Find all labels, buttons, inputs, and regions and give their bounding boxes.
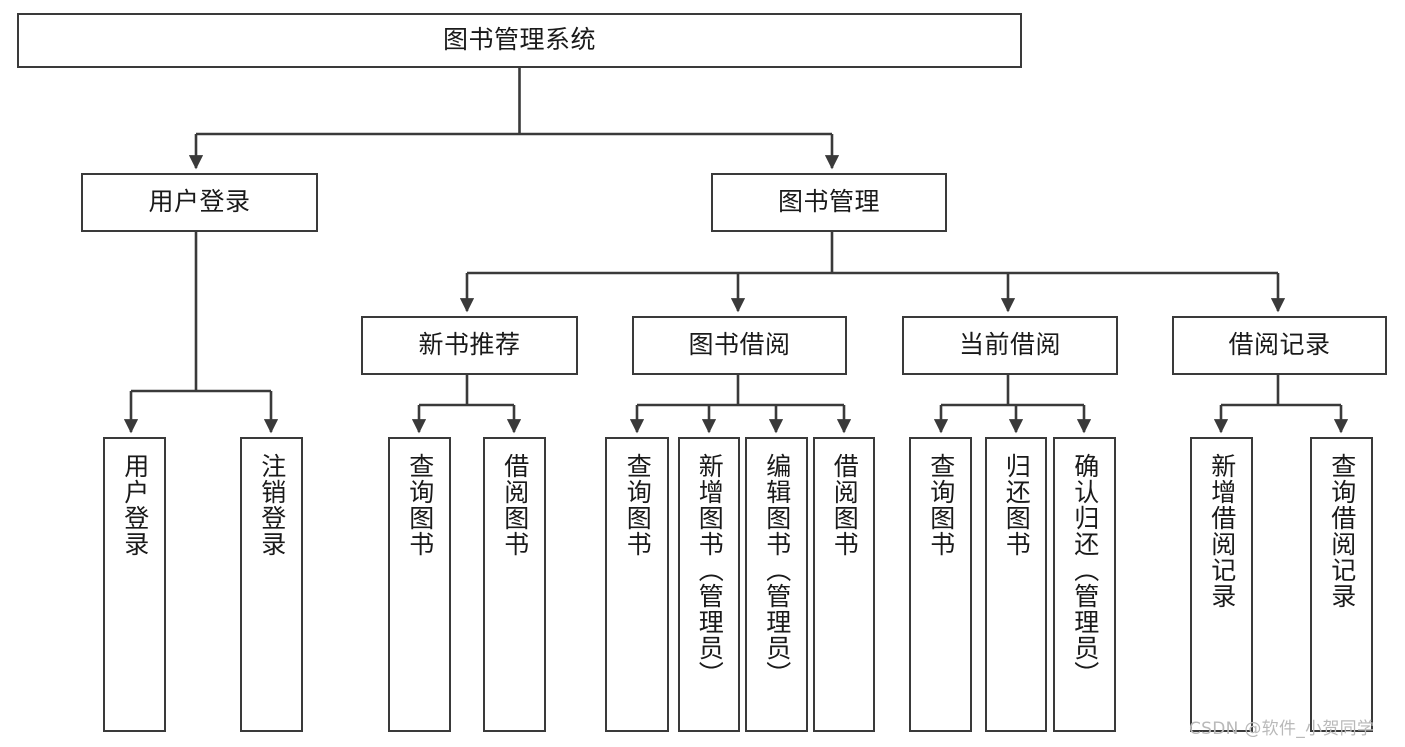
node-leaf-add-book[interactable]: 新增图书（管理员） bbox=[678, 437, 740, 732]
node-leaf-return-book[interactable]: 归还图书 bbox=[985, 437, 1047, 732]
node-leaf-borrow-book-1-label: 借阅图书 bbox=[500, 453, 530, 557]
node-book-borrow[interactable]: 图书借阅 bbox=[632, 316, 847, 375]
node-user-login-label: 用户登录 bbox=[148, 187, 251, 217]
node-leaf-add-record-label: 新增借阅记录 bbox=[1207, 453, 1237, 609]
node-new-book-rec[interactable]: 新书推荐 bbox=[361, 316, 578, 375]
node-leaf-query-book-3[interactable]: 查询图书 bbox=[909, 437, 972, 732]
node-user-login[interactable]: 用户登录 bbox=[81, 173, 318, 232]
node-leaf-edit-book-label: 编辑图书（管理员） bbox=[762, 453, 792, 687]
node-leaf-edit-book[interactable]: 编辑图书（管理员） bbox=[745, 437, 808, 732]
node-book-borrow-label: 图书借阅 bbox=[688, 330, 791, 360]
node-current-borrow[interactable]: 当前借阅 bbox=[902, 316, 1118, 375]
node-current-borrow-label: 当前借阅 bbox=[958, 330, 1061, 360]
node-root[interactable]: 图书管理系统 bbox=[17, 13, 1022, 68]
node-leaf-confirm-return-label: 确认归还（管理员） bbox=[1070, 453, 1100, 687]
node-leaf-query-book-2-label: 查询图书 bbox=[623, 453, 653, 557]
node-leaf-query-book-3-label: 查询图书 bbox=[926, 453, 956, 557]
node-leaf-query-book-1[interactable]: 查询图书 bbox=[388, 437, 451, 732]
node-new-book-rec-label: 新书推荐 bbox=[418, 330, 521, 360]
node-leaf-add-book-label: 新增图书（管理员） bbox=[695, 453, 725, 687]
node-leaf-query-book-2[interactable]: 查询图书 bbox=[605, 437, 669, 732]
watermark-text: CSDN @软件_小贺同学 bbox=[1189, 719, 1375, 739]
node-leaf-user-login[interactable]: 用户登录 bbox=[103, 437, 166, 732]
node-borrow-record[interactable]: 借阅记录 bbox=[1172, 316, 1387, 375]
node-leaf-borrow-book-1[interactable]: 借阅图书 bbox=[483, 437, 546, 732]
node-leaf-return-book-label: 归还图书 bbox=[1002, 453, 1032, 557]
node-borrow-record-label: 借阅记录 bbox=[1228, 330, 1331, 360]
node-leaf-logout[interactable]: 注销登录 bbox=[240, 437, 303, 732]
node-book-manage[interactable]: 图书管理 bbox=[711, 173, 947, 232]
node-root-label: 图书管理系统 bbox=[442, 25, 596, 55]
node-leaf-query-record[interactable]: 查询借阅记录 bbox=[1310, 437, 1373, 732]
node-leaf-borrow-book-2[interactable]: 借阅图书 bbox=[813, 437, 875, 732]
node-leaf-borrow-book-2-label: 借阅图书 bbox=[830, 453, 860, 557]
node-leaf-add-record[interactable]: 新增借阅记录 bbox=[1190, 437, 1253, 732]
node-leaf-logout-label: 注销登录 bbox=[257, 453, 287, 557]
node-leaf-query-record-label: 查询借阅记录 bbox=[1327, 453, 1357, 609]
node-leaf-query-book-1-label: 查询图书 bbox=[405, 453, 435, 557]
node-leaf-confirm-return[interactable]: 确认归还（管理员） bbox=[1053, 437, 1116, 732]
node-leaf-user-login-label: 用户登录 bbox=[120, 453, 150, 557]
node-book-manage-label: 图书管理 bbox=[777, 187, 880, 217]
